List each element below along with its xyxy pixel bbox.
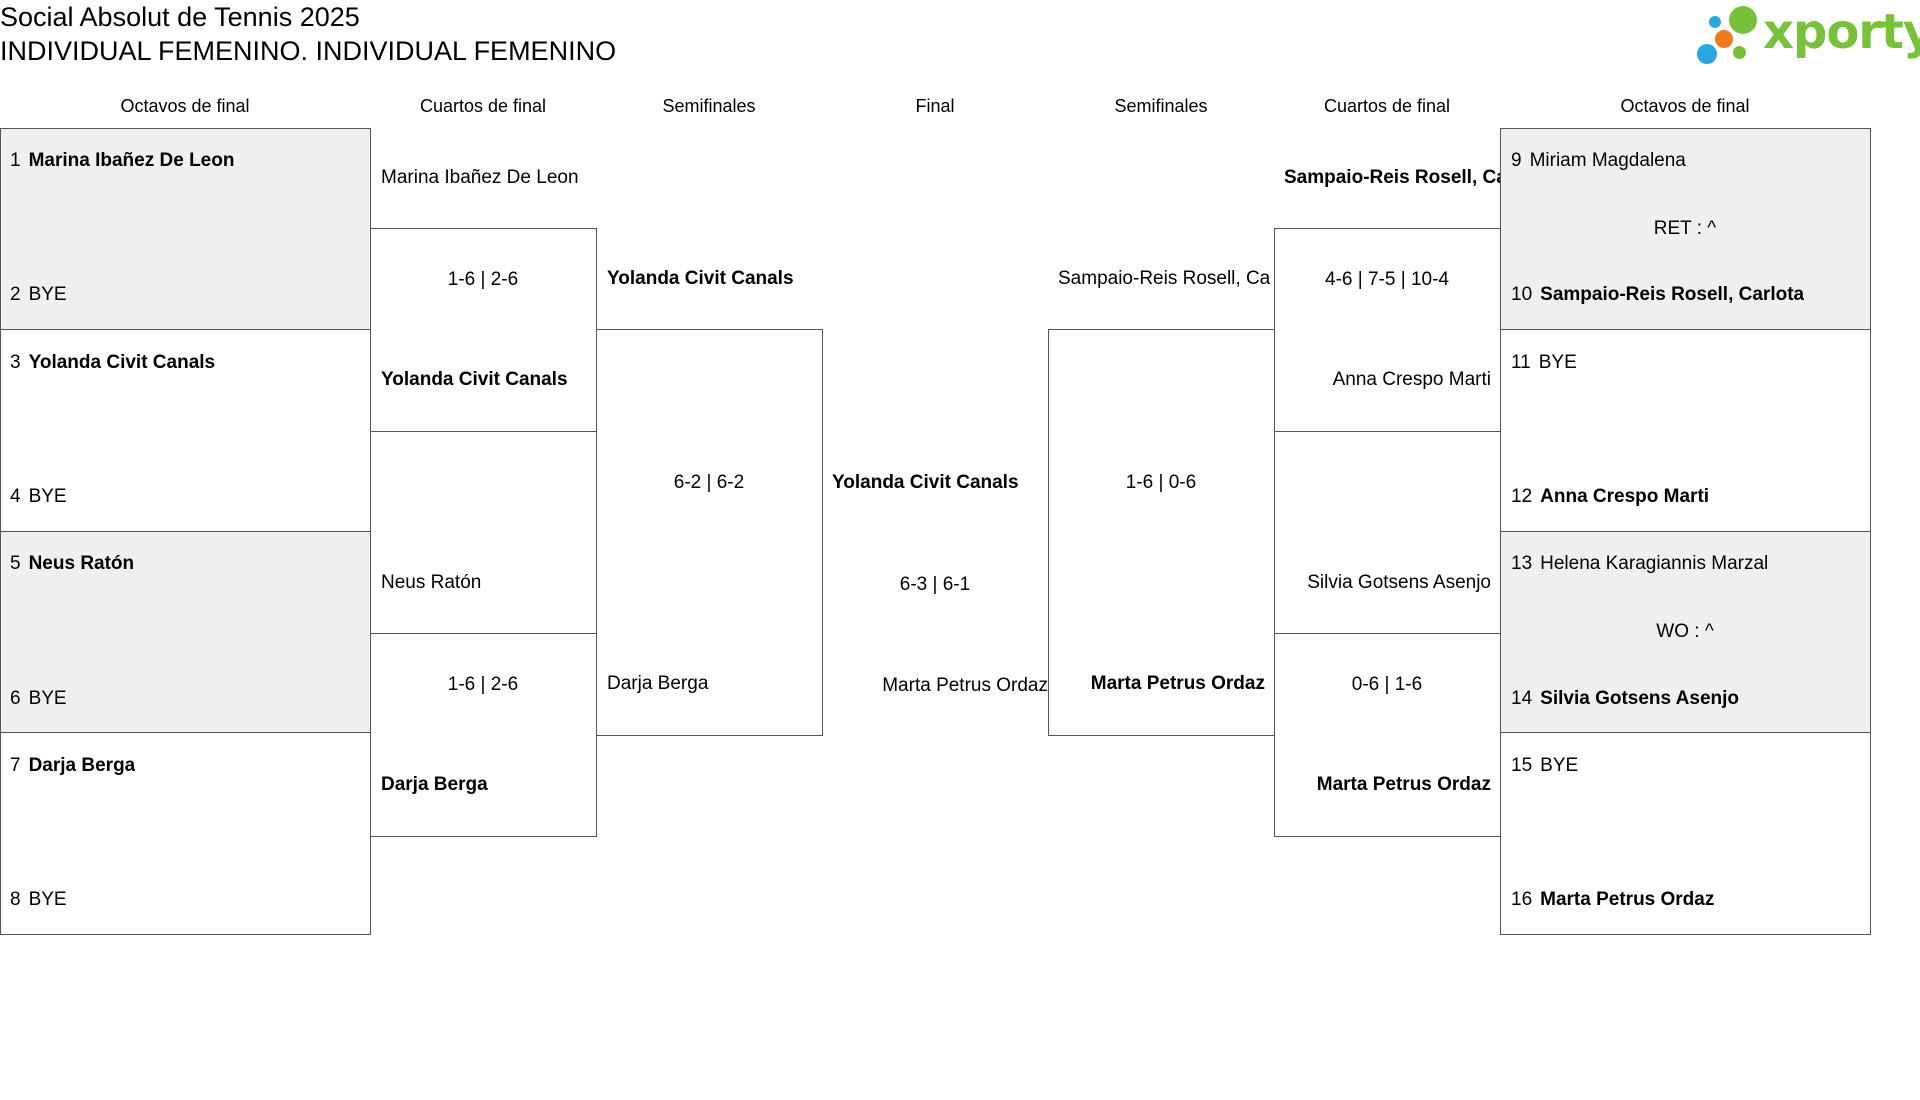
finalist-bottom[interactable]: Marta Petrus Ordaz — [882, 675, 1048, 696]
player-slot[interactable]: Marina Ibañez De Leon — [381, 167, 579, 188]
match-score: 1-6 | 0-6 — [1125, 472, 1197, 493]
player-slot[interactable]: Marta Petrus Ordaz — [1316, 774, 1491, 795]
right-sf-match — [1048, 329, 1275, 736]
left-qf-match-1 — [370, 228, 597, 432]
player-slot[interactable]: Darja Berga — [381, 774, 488, 795]
right-qf-match-1 — [1274, 228, 1501, 432]
logo-dot-green-small — [1733, 46, 1746, 59]
player-slot[interactable]: Sampaio-Reis Rosell, Ca — [1058, 268, 1271, 289]
logo-dot-blue-small — [1709, 16, 1721, 28]
match-score: 1-6 | 2-6 — [447, 269, 519, 290]
walkover-note: WO : ^ — [1656, 621, 1714, 642]
left-r16-match-1 — [0, 128, 371, 330]
logo-dot-blue — [1697, 44, 1717, 64]
player-slot[interactable]: Anna Crespo Marti — [1332, 369, 1491, 390]
header-right-qf: Cuartos de final — [1323, 96, 1451, 116]
header-left-qf: Cuartos de final — [419, 96, 547, 116]
logo-text: xporty — [1763, 4, 1920, 60]
right-r16-match-1 — [1500, 128, 1871, 330]
event-subtitle: INDIVIDUAL FEMENINO. INDIVIDUAL FEMENINO — [0, 36, 617, 66]
header-left-sf: Semifinales — [662, 96, 756, 116]
match-score: 1-6 | 2-6 — [447, 674, 519, 695]
left-qf-match-2 — [370, 633, 597, 837]
player-slot[interactable]: Yolanda Civit Canals — [607, 268, 794, 289]
match-score: 4-6 | 7-5 | 10-4 — [1325, 269, 1449, 290]
right-r16-match-3 — [1500, 531, 1871, 733]
xporty-logo: xporty — [1695, 0, 1920, 72]
retirement-note: RET : ^ — [1653, 218, 1717, 239]
player-slot[interactable]: Darja Berga — [607, 673, 709, 694]
player-slot[interactable]: Sampaio-Reis Rosell, Ca — [1284, 167, 1500, 188]
header-right-sf: Semifinales — [1114, 96, 1208, 116]
final-score: 6-3 | 6-1 — [899, 574, 971, 595]
match-score: 0-6 | 1-6 — [1351, 674, 1423, 695]
player-slot[interactable]: Yolanda Civit Canals — [381, 369, 568, 390]
logo-dot-green — [1729, 6, 1757, 34]
right-r16-match-4 — [1500, 732, 1871, 935]
player-slot[interactable]: Marta Petrus Ordaz — [1090, 673, 1265, 694]
finalist-top[interactable]: Yolanda Civit Canals — [832, 472, 1019, 493]
logo-dot-orange — [1715, 30, 1733, 48]
player-slot[interactable]: Neus Ratón — [381, 572, 482, 593]
left-r16-match-3 — [0, 531, 371, 733]
header-final: Final — [915, 96, 955, 116]
header-left-r16: Octavos de final — [120, 96, 250, 116]
match-score: 6-2 | 6-2 — [673, 472, 745, 493]
player-slot[interactable]: Silvia Gotsens Asenjo — [1307, 572, 1491, 593]
tournament-title: Social Absolut de Tennis 2025 — [0, 2, 360, 32]
header-right-r16: Octavos de final — [1620, 96, 1750, 116]
right-qf-match-2 — [1274, 633, 1501, 837]
left-sf-match — [596, 329, 823, 736]
